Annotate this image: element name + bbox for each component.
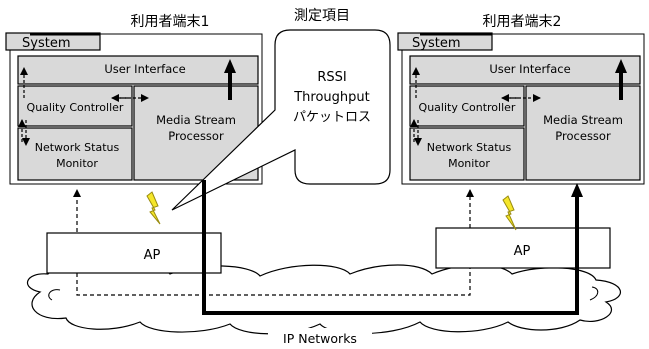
terminal1-network-status-monitor [17,127,133,181]
terminal1-user-interface [17,55,259,85]
terminal1-quality-controller [17,85,133,127]
ap1-label: AP [144,248,161,263]
ip-networks-label-box [268,328,372,348]
callout-packet-loss: パケットロス [293,110,371,125]
terminal1-msp-line1: Media Stream [156,113,236,127]
terminal2-nsm-line2: Monitor [448,157,490,170]
wireless-lightning-icon-1 [146,191,161,225]
measurement-items-title: 測定項目 [294,8,350,24]
wireless-lightning-icon-2 [502,195,517,231]
terminal1-system-label: System [22,36,70,51]
terminal2-network-status-monitor [409,127,525,181]
terminal1-user-interface-label: User Interface [104,62,185,76]
terminal2-system-label: System [412,36,460,51]
ip-networks-cloud [27,262,622,335]
terminal2-frame [401,33,645,185]
terminal1-msp-line2: Processor [168,129,224,143]
ip-networks-label: IP Networks [283,331,357,346]
terminal1-quality-controller-label: Quality Controller [27,101,124,114]
terminal2-user-interface [409,55,641,85]
terminal1-nsm-line2: Monitor [56,157,98,170]
network-dashed-path [76,268,471,296]
callout-rssi: RSSI [317,70,346,85]
terminal2-msp-line1: Media Stream [543,113,623,127]
ap2-label: AP [514,244,531,259]
terminal2-title: 利用者端末2 [483,14,562,30]
terminal2-media-stream-processor [525,85,641,181]
terminal1-nsm-line1: Network Status [35,141,120,154]
terminal1-title: 利用者端末1 [131,14,210,30]
terminal2-quality-controller [409,85,525,127]
terminal2-nsm-line1: Network Status [427,141,512,154]
ap2-box [435,227,611,269]
terminal2-quality-controller-label: Quality Controller [419,101,516,114]
measurement-callout [171,29,391,211]
ap1-box [46,232,222,274]
terminal2-msp-line2: Processor [555,129,611,143]
terminal1-frame [9,33,263,185]
callout-throughput: Throughput [293,90,370,105]
terminal2-user-interface-label: User Interface [489,62,570,76]
media-stream-path [202,180,579,315]
